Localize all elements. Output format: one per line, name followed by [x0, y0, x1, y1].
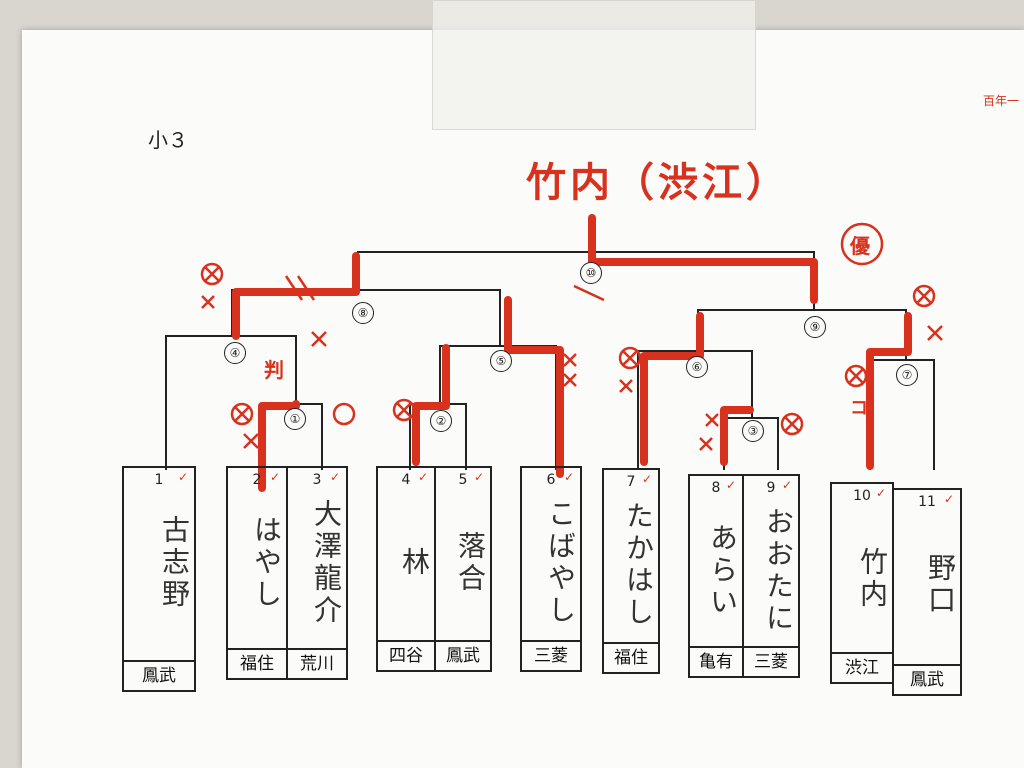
match-9-label: ⑨ [804, 316, 826, 338]
seed-number: 4 [401, 472, 411, 488]
player-name: 大澤龍介 [310, 499, 343, 627]
player-name: あらい [706, 523, 739, 619]
club-name: 鳳武 [436, 640, 490, 670]
club-name: 三菱 [522, 640, 580, 670]
winner-mark: 優 [850, 234, 870, 258]
match-2-label: ② [430, 410, 452, 432]
ko-mark: コ [850, 398, 868, 419]
club-name: 三菱 [744, 646, 798, 676]
champion-name: 竹内（渋江） [526, 160, 790, 206]
player-box-6: 6 ✓ こばやし 三菱 [520, 466, 582, 672]
player-box-3: 3 ✓ 大澤龍介 荒川 [286, 466, 348, 680]
seed-number: 8 [711, 480, 721, 496]
club-name: 福住 [228, 648, 286, 678]
player-box-1: 1 ✓ 古志野 鳳武 [122, 466, 196, 692]
player-box-2: 2 ✓ はやし 福住 [226, 466, 288, 680]
match-5-label: ⑤ [490, 350, 512, 372]
check-mark: ✓ [943, 492, 954, 506]
player-name: 竹内 [856, 547, 889, 611]
check-mark: ✓ [473, 470, 484, 484]
club-name: 亀有 [690, 646, 742, 676]
match-10-label: ⑩ [580, 262, 602, 284]
check-mark: ✓ [641, 472, 652, 486]
check-mark: ✓ [269, 470, 280, 484]
club-name: 鳳武 [124, 660, 194, 690]
check-mark: ✓ [781, 478, 792, 492]
player-box-5: 5 ✓ 落合 鳳武 [434, 466, 492, 672]
match-7-label: ⑦ [896, 364, 918, 386]
club-name: 荒川 [288, 648, 346, 678]
player-box-4: 4 ✓ 林 四谷 [376, 466, 436, 672]
masking-tape [432, 0, 756, 130]
club-name: 鳳武 [894, 664, 960, 694]
club-name: 四谷 [378, 640, 434, 670]
seed-number: 11 [918, 494, 936, 510]
corner-note: 百年一 [983, 94, 1020, 108]
match-8-label: ⑧ [352, 302, 374, 324]
club-name: 福住 [604, 642, 658, 672]
check-mark: ✓ [417, 470, 428, 484]
check-mark: ✓ [875, 486, 886, 500]
seed-number: 5 [458, 472, 468, 488]
seed-number: 9 [766, 480, 776, 496]
seed-number: 1 [154, 472, 164, 488]
player-name: 古志野 [158, 515, 191, 611]
player-name: 林 [398, 547, 431, 579]
match-4-label: ④ [224, 342, 246, 364]
match-1-label: ① [284, 408, 306, 430]
check-mark: ✓ [725, 478, 736, 492]
seed-number: 3 [312, 472, 322, 488]
seed-number: 10 [853, 488, 871, 504]
player-name: たかはし [622, 501, 655, 629]
player-box-11: 11 ✓ 野口 鳳武 [892, 488, 962, 696]
player-box-8: 8 ✓ あらい 亀有 [688, 474, 744, 678]
seed-number: 7 [626, 474, 636, 490]
player-name: こばやし [544, 499, 577, 627]
seed-number: 6 [546, 472, 556, 488]
player-name: おおたに [762, 507, 795, 635]
match-3-label: ③ [742, 420, 764, 442]
player-box-10: 10 ✓ 竹内 渋江 [830, 482, 894, 684]
club-name: 渋江 [832, 652, 892, 682]
division-label: 小３ [148, 128, 188, 152]
player-box-7: 7 ✓ たかはし 福住 [602, 468, 660, 674]
player-box-9: 9 ✓ おおたに 三菱 [742, 474, 800, 678]
check-mark: ✓ [177, 470, 188, 484]
player-name: はやし [250, 515, 283, 611]
match-6-label: ⑥ [686, 356, 708, 378]
hansoku-mark: 判 [264, 358, 284, 382]
player-name: 落合 [454, 531, 487, 595]
check-mark: ✓ [563, 470, 574, 484]
check-mark: ✓ [329, 470, 340, 484]
seed-number: 2 [252, 472, 262, 488]
player-name: 野口 [924, 553, 957, 617]
